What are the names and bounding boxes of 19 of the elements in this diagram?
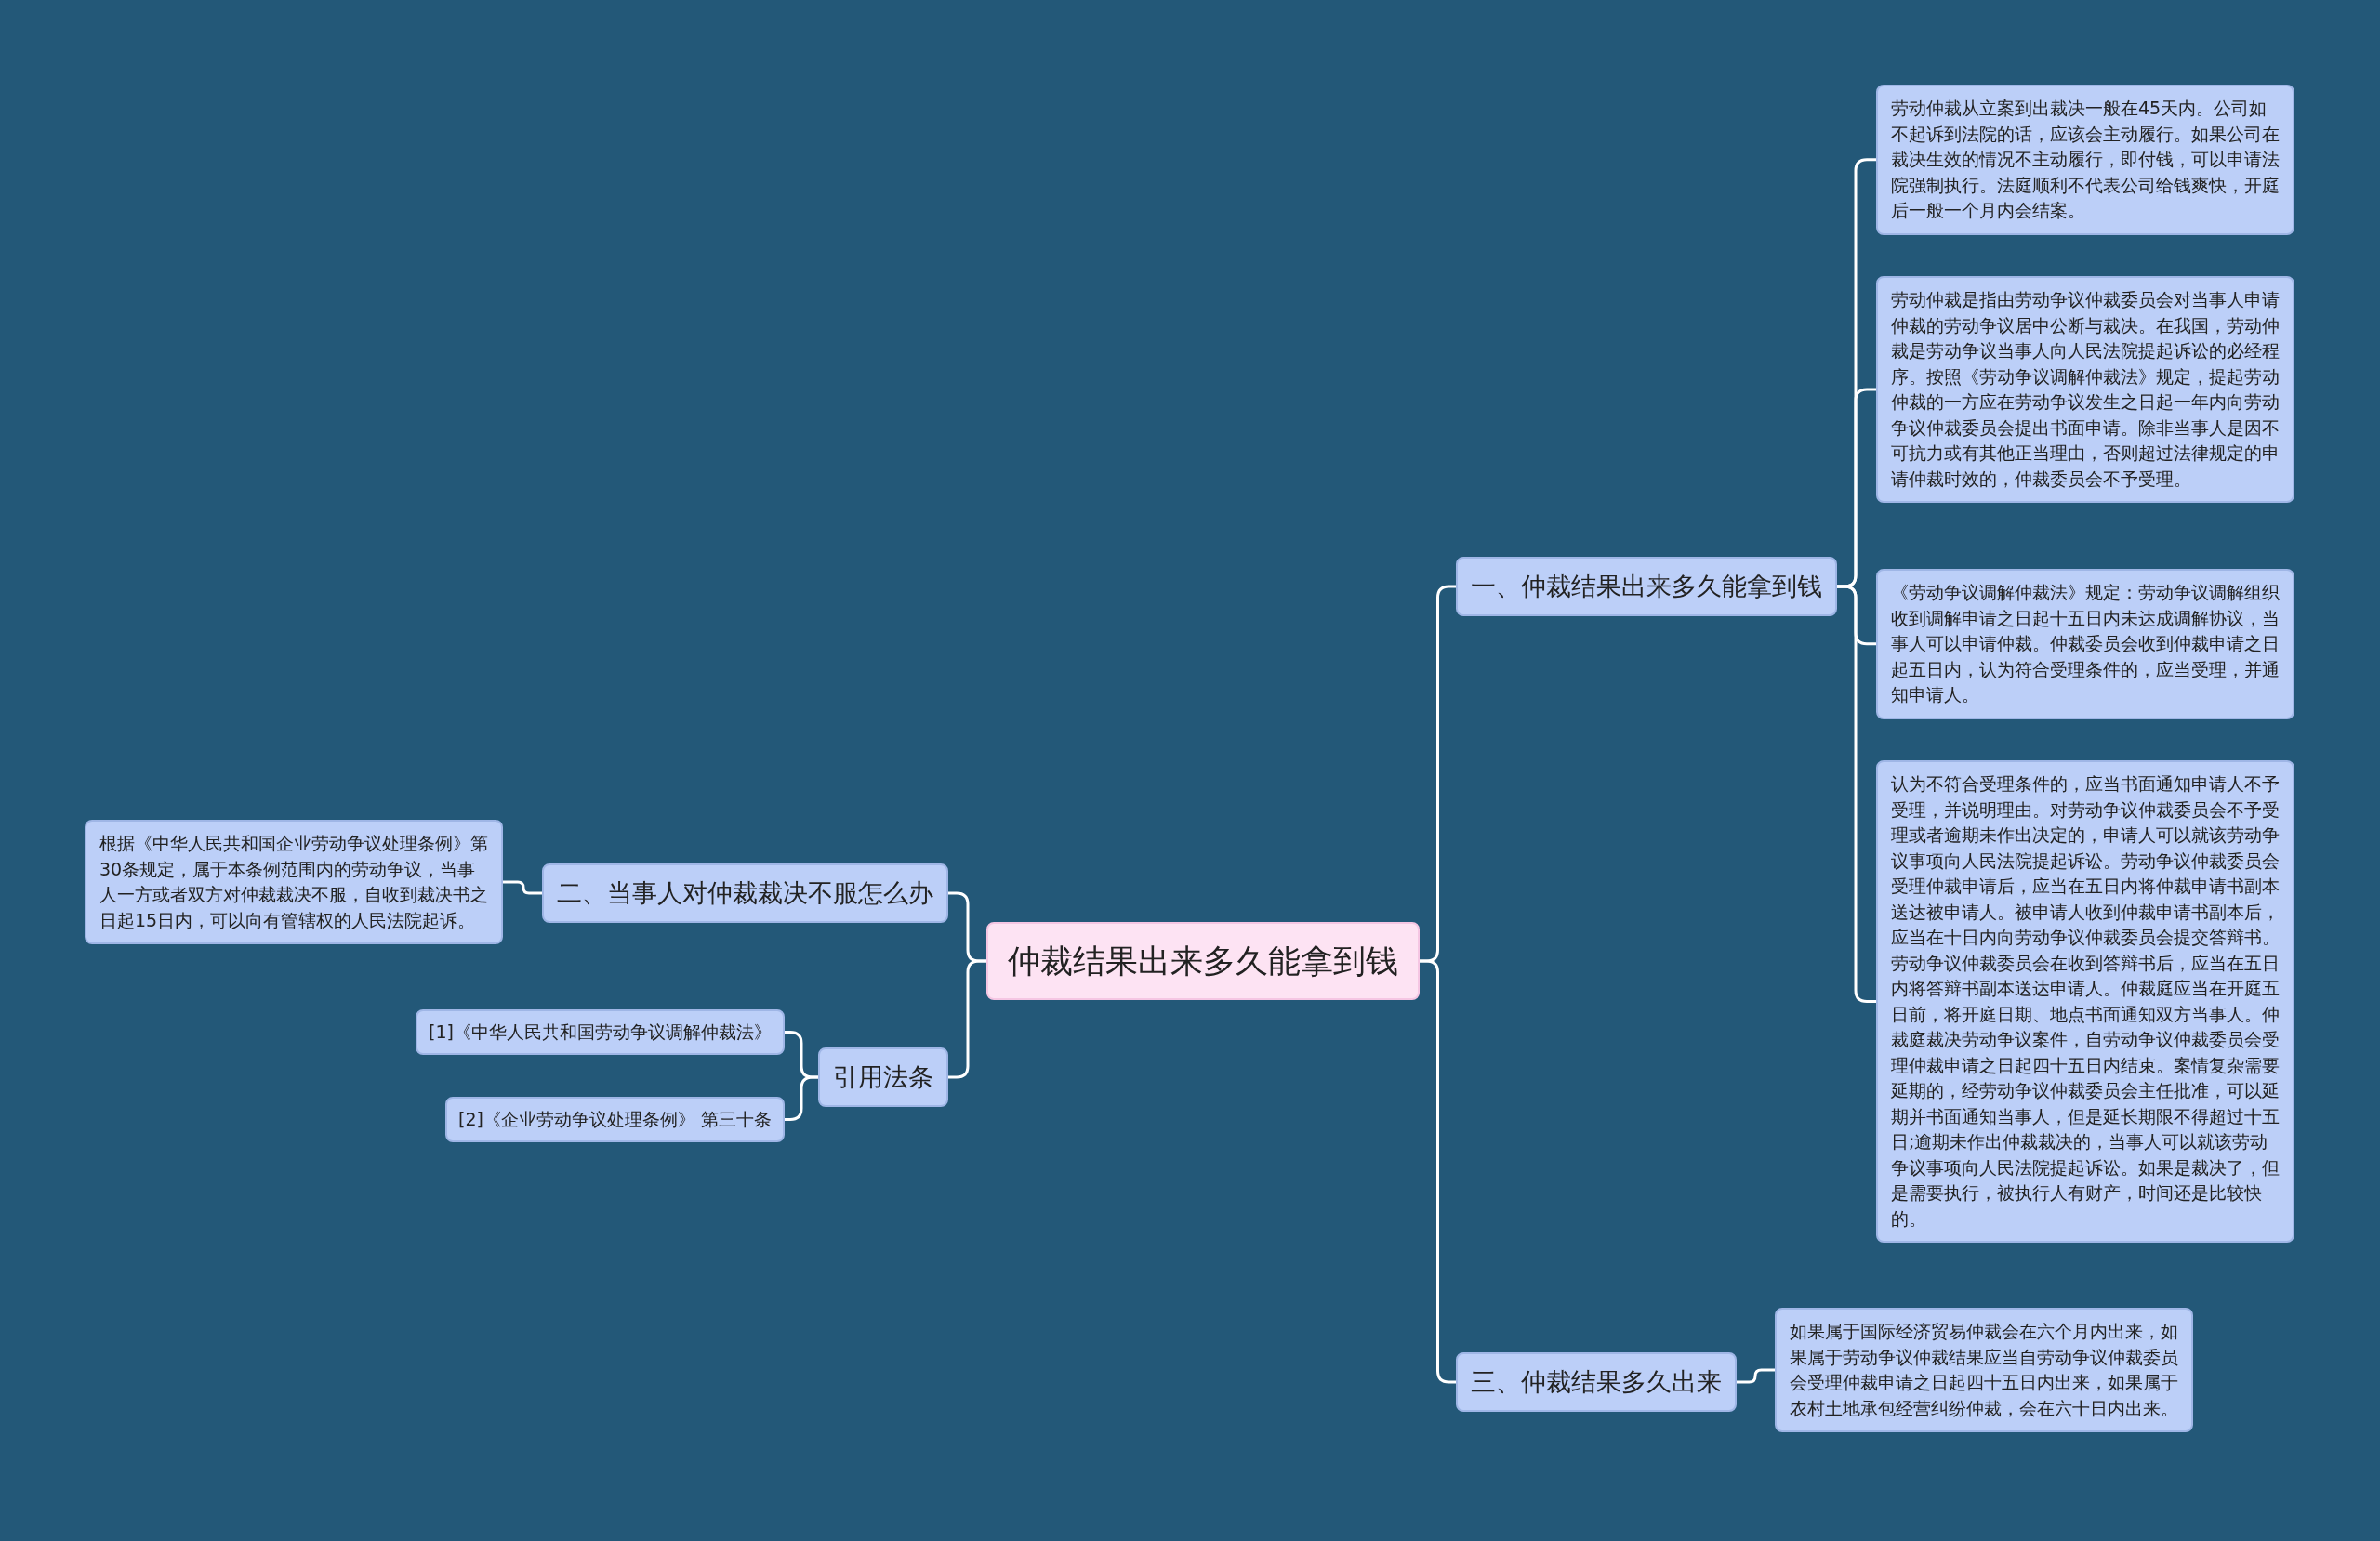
connector-line xyxy=(1737,1368,1775,1384)
text-box: 劳动仲裁是指由劳动争议仲裁委员会对当事人申请仲裁的劳动争议居中公断与裁决。在我国，劳动仲裁是劳动争议当事人向人民法院提起诉讼的必经程序。按照《劳动争议调解仲裁法》规定，提起劳动仲裁的一方应在劳动争议发生之日起一年内向劳动争议仲裁委员会提出书面申请。除非当事人是因不可抗力或有其他正当理由，否则超过法律规定的申请仲裁时效的，仲裁委员会不予受理。 xyxy=(1876,276,2294,503)
connector-line xyxy=(1837,585,1876,1003)
text-box: 《劳动争议调解仲裁法》规定：劳动争议调解组织收到调解申请之日起十五日内未达成调解协议，当事人可以申请仲裁。仲裁委员会收到仲裁申请之日起五日内，认为符合受理条件的，应当受理，并通知申请人。 xyxy=(1876,569,2294,719)
topic-box: 三、仲裁结果多久出来 xyxy=(1456,1352,1737,1412)
connector-line xyxy=(1420,959,1456,1384)
central-topic-box: 仲裁结果出来多久能拿到钱 xyxy=(986,922,1420,1000)
text-box: 劳动仲裁从立案到出裁决一般在45天内。公司如不起诉到法院的话，应该会主动履行。如果公司在裁决生效的情况不主动履行，即付钱，可以申请法院强制执行。法庭顺利不代表公司给钱爽快，开庭后一般一个月内会结案。 xyxy=(1876,85,2294,235)
text-box: 如果属于国际经济贸易仲裁会在六个月内出来，如果属于劳动争议仲裁结果应当自劳动争议仲裁委员会受理仲裁申请之日起四十五日内出来，如果属于农村土地承包经营纠纷仲裁，会在六十日内出来。 xyxy=(1775,1308,2193,1432)
connector-line xyxy=(503,880,542,895)
reference-box: [1]《中华人民共和国劳动争议调解仲裁法》 xyxy=(416,1009,785,1055)
reference-box: [2]《企业劳动争议处理条例》 第三十条 xyxy=(445,1097,785,1142)
connector-line xyxy=(785,1075,818,1121)
text-box: 根据《中华人民共和国企业劳动争议处理条例》第30条规定，属于本条例范围内的劳动争议，当事人一方或者双方对仲裁裁决不服，自收到裁决书之日起15日内，可以向有管辖权的人民法院起诉。 xyxy=(85,820,503,944)
topic-box: 二、当事人对仲裁裁决不服怎么办 xyxy=(542,863,948,923)
topic-box: 引用法条 xyxy=(818,1047,948,1107)
topic-box: 一、仲裁结果出来多久能拿到钱 xyxy=(1456,557,1837,616)
connector-line xyxy=(948,959,986,1079)
text-box: 认为不符合受理条件的，应当书面通知申请人不予受理，并说明理由。对劳动争议仲裁委员会不予受理或者逾期未作出决定的，申请人可以就该劳动争议事项向人民法院提起诉讼。劳动争议仲裁委员会受理仲裁申请后，应当在五日内将仲裁申请书副本送达被申请人。被申请人收到仲裁申请书副本后，应当在十日内向劳动争议仲裁委员会提交答辩书。劳动争议仲裁委员会在收到答辩书后，应当在五日内将答辩书副本送达申请人。仲裁庭应当在开庭五日前，将开庭日期、地点书面通知双方当事人。仲裁庭裁决劳动争议案件，自劳动争议仲裁委员会受理仲裁申请之日起四十五日内结束。案情复杂需要延期的，经劳动争议仲裁委员会主任批准，可以延期并书面通知当事人，但是延长期限不得超过十五日;逾期未作出仲裁裁决的，当事人可以就该劳动争议事项向人民法院提起诉讼。如果是裁决了，但是需要执行，被执行人有财产，时间还是比较快的。 xyxy=(1876,760,2294,1243)
